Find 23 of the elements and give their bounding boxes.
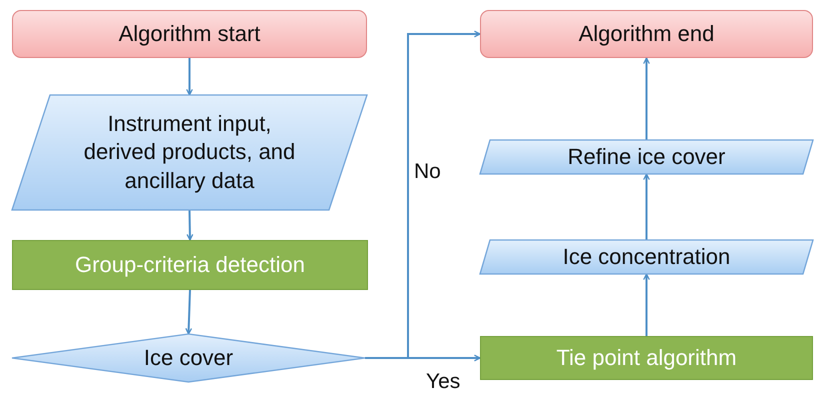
node-text: Ice concentration [562,242,730,271]
node-text: Tie point algorithm [556,344,737,372]
arrow [186,58,193,96]
arrow [185,290,192,335]
node-text: Algorithm end [578,20,714,48]
node-text: Algorithm start [118,20,260,48]
decision-diamond [12,334,365,382]
process-box [12,240,368,290]
arrow [643,57,650,140]
arrow [643,273,650,336]
process-box [480,336,813,380]
terminal-box [12,10,367,58]
node-text: Ice cover [144,344,234,372]
arrow [365,354,481,362]
data-parallelogram [480,240,813,274]
arrow [186,210,194,241]
data-parallelogram [12,95,367,210]
arrow [643,173,650,240]
node-text: Refine ice cover [568,142,726,171]
node-text: Instrument input, derived products, and ancillary data [82,110,296,195]
terminal-box [480,10,813,58]
data-parallelogram [480,140,813,174]
node-text: Group-criteria detection [75,250,305,279]
